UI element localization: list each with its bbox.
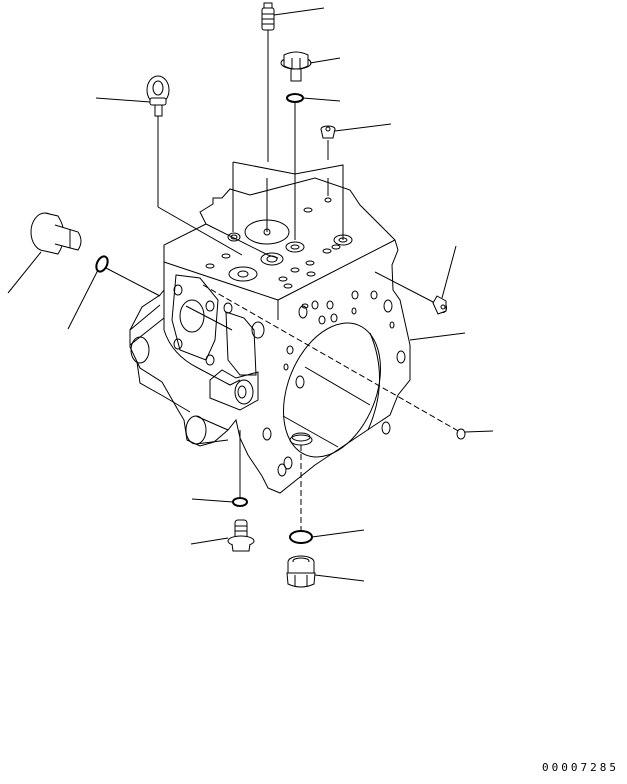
shaft-plug-left [7, 212, 82, 294]
flange-bolt-bottom [190, 519, 255, 552]
o-ring-bottom-left [191, 430, 248, 507]
o-ring-top [286, 93, 341, 240]
case-body [129, 177, 461, 494]
o-ring-bottom-right [289, 445, 365, 544]
reference-number: 00007285 [542, 761, 619, 774]
eye-bolt [95, 75, 243, 256]
plug-right [374, 245, 466, 341]
grease-fitting [261, 2, 325, 162]
bracket-leaders [232, 161, 344, 240]
o-ring-left [67, 255, 161, 330]
plug-small-top [320, 123, 392, 160]
drain-plug [286, 555, 365, 588]
flange-bolt-top [280, 51, 341, 82]
pin-right [456, 428, 494, 440]
